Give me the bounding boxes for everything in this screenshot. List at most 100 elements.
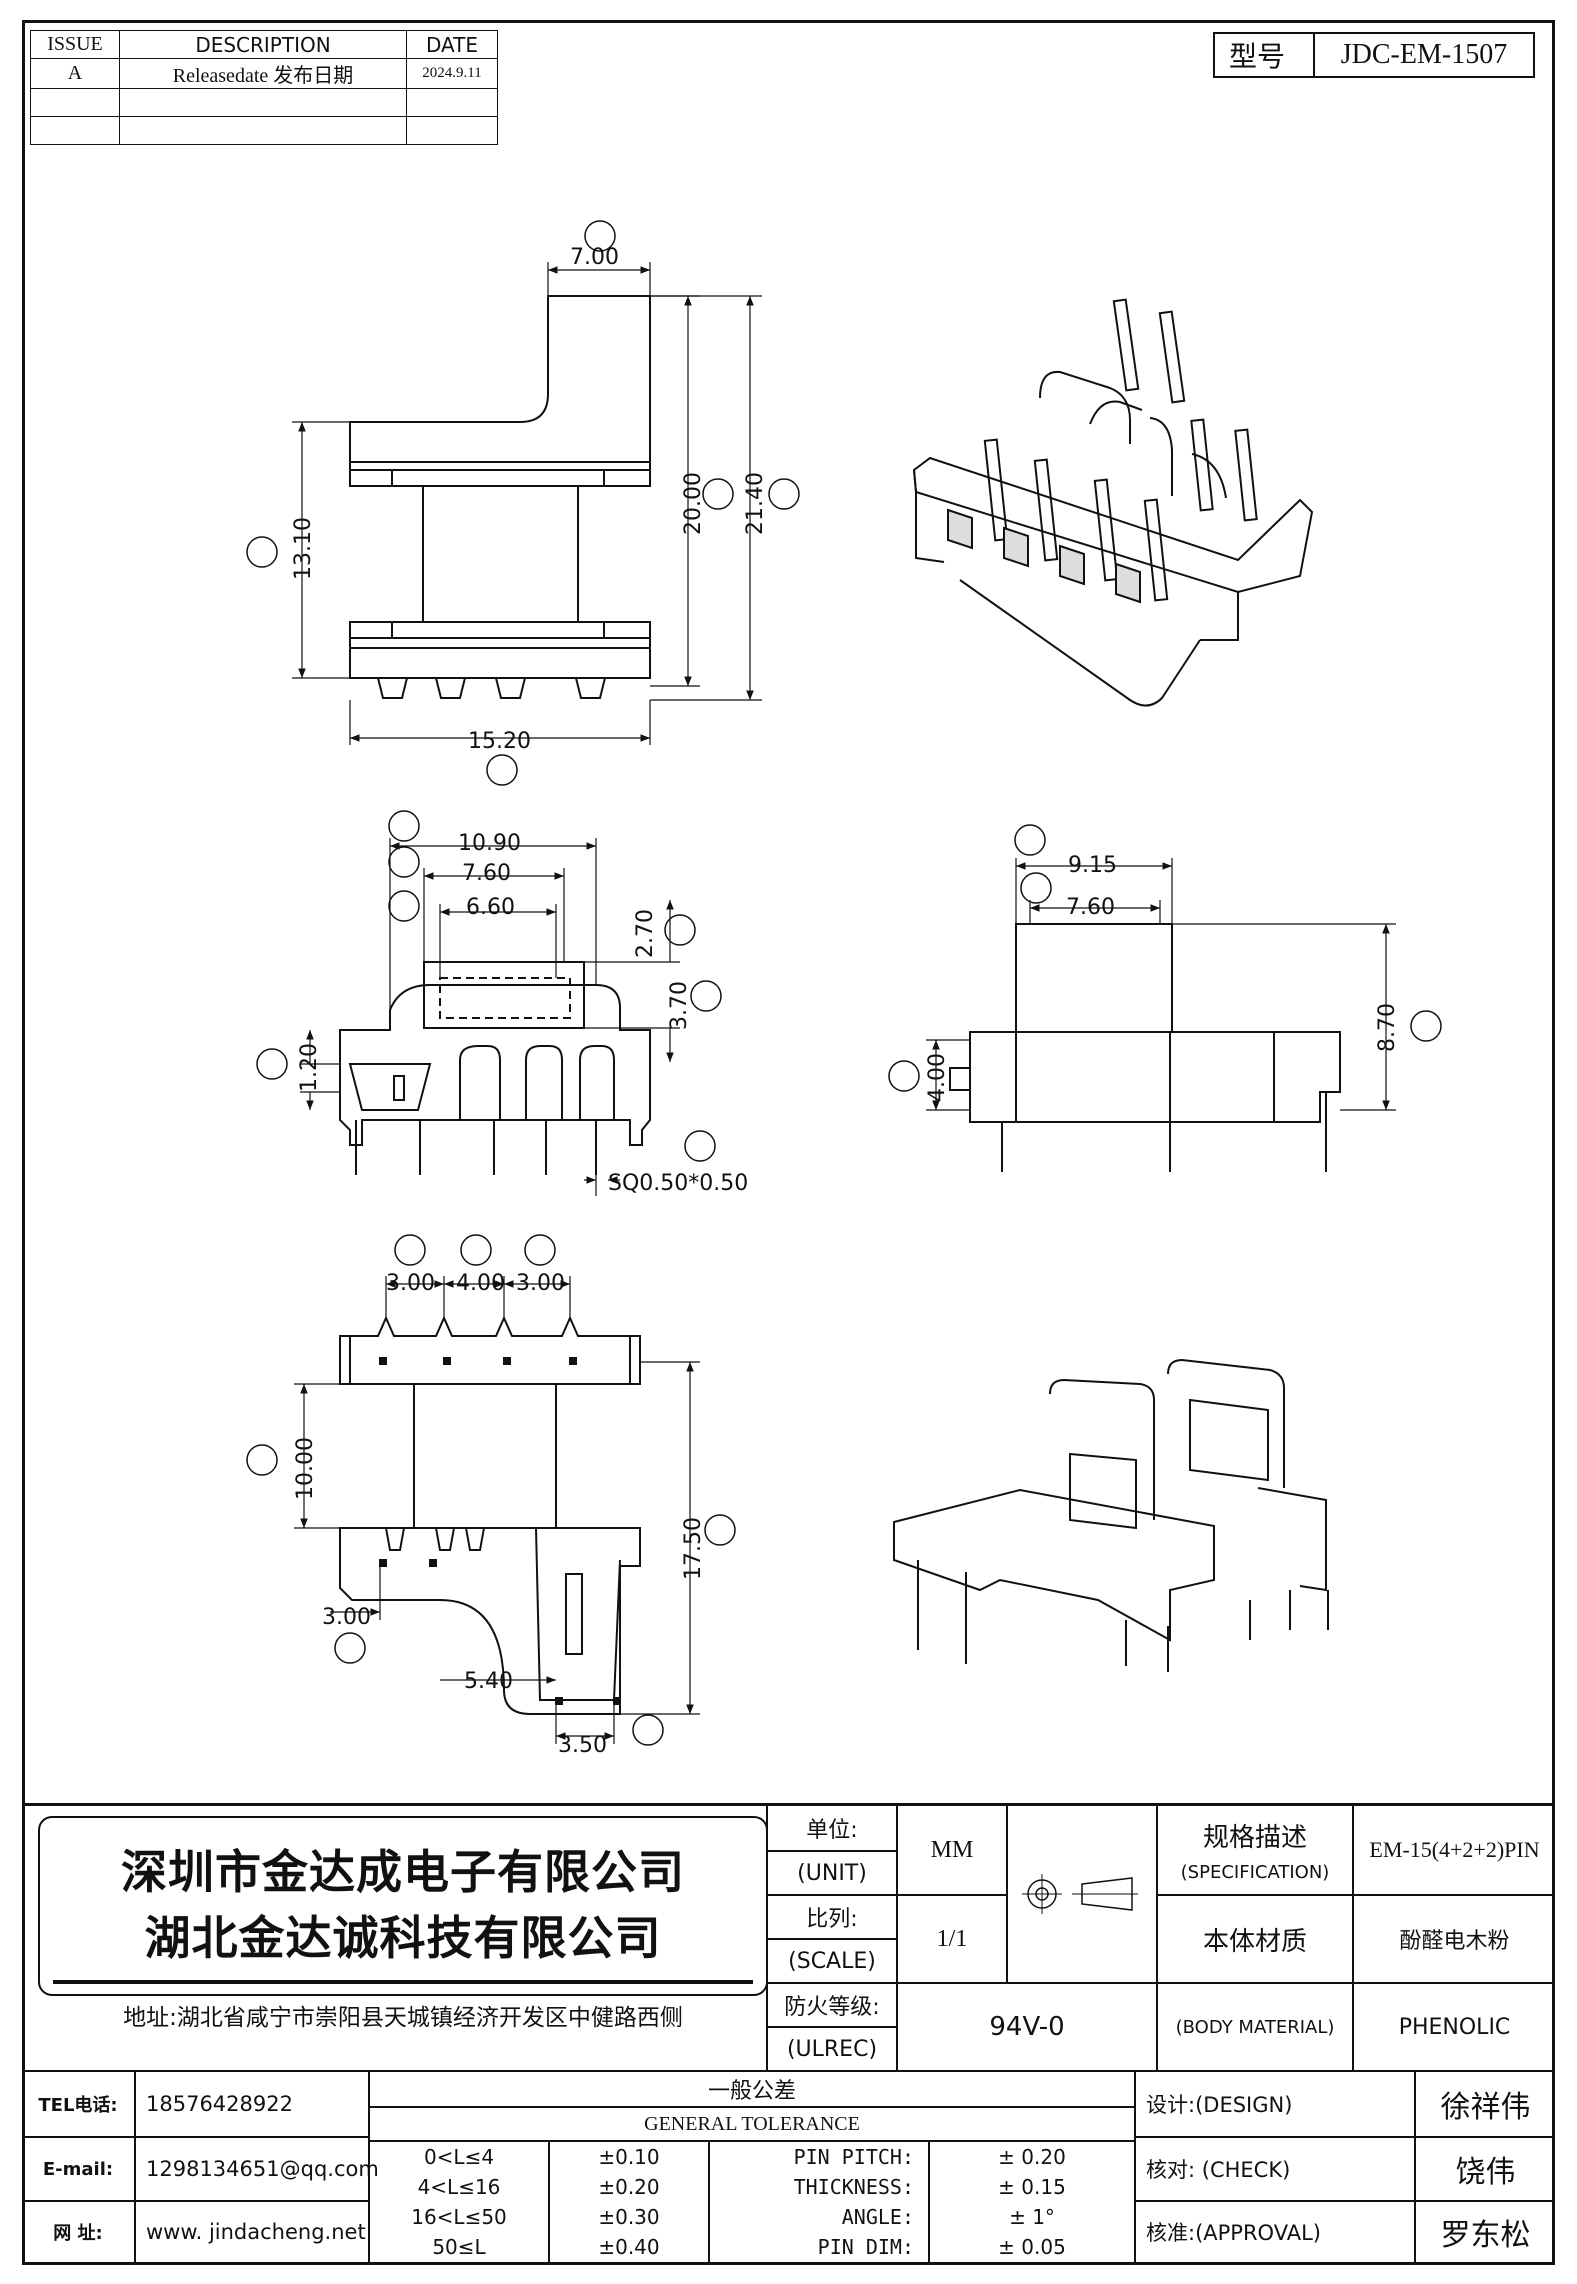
callout-J	[664, 914, 696, 946]
callout-B	[246, 536, 278, 568]
tolerance-value: ±0.40	[598, 2235, 660, 2259]
tolerance-title-cn: 一般公差	[368, 2072, 1134, 2106]
callout-H	[388, 890, 420, 922]
sheet-border	[22, 20, 1555, 2265]
spec-label-cn: 规格描述	[1202, 1823, 1307, 1853]
callout-O	[524, 1234, 556, 1266]
scale-label-cn: 比列:	[766, 1894, 896, 1938]
callout-F	[388, 810, 420, 842]
tolerance-item-value: ± 0.20	[998, 2145, 1066, 2169]
tolerance-item-value: ± 0.15	[998, 2175, 1066, 2199]
ul-label-en: (ULREC)	[766, 2026, 896, 2070]
bottom-view-callouts	[246, 1234, 736, 1746]
bottom-view	[339, 1315, 641, 1715]
dim-value-V: 4.00	[925, 1053, 950, 1102]
company-address: 地址:湖北省咸宁市崇阳县天城镇经济开发区中健路西侧	[123, 2005, 683, 2031]
unit-value: MM	[896, 1806, 1006, 1894]
ul-value: 94V-0	[896, 1982, 1156, 2070]
tel-value[interactable]: 18576428922	[134, 2072, 368, 2136]
callout-S	[704, 1514, 736, 1546]
design-label: 设计:(DESIGN)	[1134, 2072, 1414, 2136]
rev-header-date: DATE	[406, 30, 498, 59]
tolerance-range: 0<L≤4	[423, 2145, 495, 2169]
rev-empty-cell	[119, 116, 407, 145]
side-view-labels: 9.15 7.60 8.70 4.00	[925, 853, 1400, 1102]
engineering-drawing: 7.00 20.00 21.40 13.10 15.20	[246, 220, 1442, 1758]
dim-value-D: 21.40	[743, 472, 768, 535]
side-view-dims	[926, 858, 1396, 1111]
revision-table: ISSUE DESCRIPTION DATE A Releasedate 发布日…	[30, 30, 498, 145]
ul-label-cn: 防火等级:	[766, 1982, 896, 2026]
dim-value-N: 4.00	[456, 1271, 505, 1296]
tolerance-title-en: GENERAL TOLERANCE	[368, 2106, 1134, 2140]
material-value-en: PHENOLIC	[1352, 1982, 1555, 2070]
design-value: 徐祥伟	[1414, 2072, 1555, 2136]
dim-value-Q: 3.00	[322, 1605, 371, 1630]
rev-empty-cell	[30, 116, 120, 145]
company-name-1: 深圳市金达成电子有限公司	[121, 1845, 685, 1899]
tolerance-item-value: ± 0.05	[998, 2235, 1066, 2259]
email-value[interactable]: 1298134651@qq.com	[134, 2136, 379, 2200]
check-value: 饶伟	[1414, 2136, 1555, 2200]
callout-W	[1410, 1010, 1442, 1042]
callout-E	[486, 754, 518, 786]
isometric-view-top	[912, 298, 1314, 707]
rev-header-description: DESCRIPTION	[119, 30, 407, 59]
top-view	[339, 961, 651, 1175]
projection-symbol	[1006, 1806, 1156, 1982]
dim-value-F: 10.90	[458, 831, 521, 856]
callout-Q	[334, 1632, 366, 1664]
tolerance-range: 16<L≤50	[411, 2205, 507, 2229]
tolerance-values: ±0.10 ±0.20 ±0.30 ±0.40	[548, 2140, 708, 2262]
tolerance-ranges: 0<L≤4 4<L≤16 16<L≤50 50≤L	[368, 2140, 548, 2262]
tolerance-item: PIN DIM:	[817, 2235, 914, 2259]
dim-value-S: 17.50	[681, 1517, 706, 1580]
callout-C	[702, 478, 734, 510]
top-view-callouts	[256, 810, 722, 1162]
dim-value-K: 3.70	[667, 981, 692, 1030]
dim-value-G: 7.60	[462, 861, 511, 886]
tolerance-item-values: ± 0.20 ± 0.15 ± 1° ± 0.05	[928, 2140, 1134, 2262]
unit-label-en: (UNIT)	[766, 1850, 896, 1894]
spec-label-en: (SPECIFICATION)	[1180, 1862, 1330, 1883]
tolerance-item-value: ± 1°	[1009, 2205, 1055, 2229]
callout-L	[684, 1130, 716, 1162]
web-value[interactable]: www. jindacheng.net	[134, 2200, 368, 2262]
dim-value-I: 1.20	[297, 1043, 322, 1092]
bottom-view-dims	[294, 1276, 700, 1744]
dim-value-5-40: 5.40	[464, 1669, 513, 1694]
material-label-en: (BODY MATERIAL)	[1156, 1982, 1352, 2070]
callout-V	[888, 1060, 920, 1092]
tolerance-value: ±0.10	[598, 2145, 660, 2169]
dim-value-A: 7.00	[570, 245, 619, 270]
tel-label: TEL电话:	[38, 2095, 118, 2116]
web-label: 网 址:	[22, 2200, 134, 2262]
callout-P	[246, 1444, 278, 1476]
callout-G	[388, 846, 420, 878]
side-view	[949, 923, 1341, 1172]
tolerance-item: ANGLE:	[841, 2205, 914, 2229]
dim-value-M: 3.00	[386, 1271, 435, 1296]
check-label: 核对: (CHECK)	[1134, 2136, 1414, 2200]
rev-empty-cell	[406, 116, 498, 145]
scale-value: 1/1	[896, 1894, 1006, 1982]
front-view	[349, 295, 651, 699]
dim-value-E: 15.20	[468, 729, 531, 754]
scale-label-en: (SCALE)	[766, 1938, 896, 1982]
dim-value-O: 3.00	[516, 1271, 565, 1296]
dim-value-W: 8.70	[1375, 1003, 1400, 1052]
approval-value: 罗东松	[1414, 2200, 1555, 2262]
email-label: E-mail:	[22, 2136, 134, 2200]
material-value-cn: 酚醛电木粉	[1352, 1894, 1555, 1982]
dim-value-U: 7.60	[1066, 895, 1115, 920]
company-panel: 深圳市金达成电子有限公司 湖北金达诚科技有限公司 地址:湖北省咸宁市崇阳县天城镇…	[38, 1816, 768, 2031]
company-name-2: 湖北金达诚科技有限公司	[144, 1911, 662, 1965]
dim-value-R: 3.50	[558, 1733, 607, 1758]
callout-I	[256, 1048, 288, 1080]
dim-value-C: 20.00	[681, 472, 706, 535]
spec-label: 规格描述 (SPECIFICATION)	[1156, 1806, 1352, 1894]
isometric-view-bottom	[893, 1358, 1329, 1672]
tolerance-value: ±0.30	[598, 2205, 660, 2229]
first-angle-projection-icon	[1022, 1874, 1138, 1914]
